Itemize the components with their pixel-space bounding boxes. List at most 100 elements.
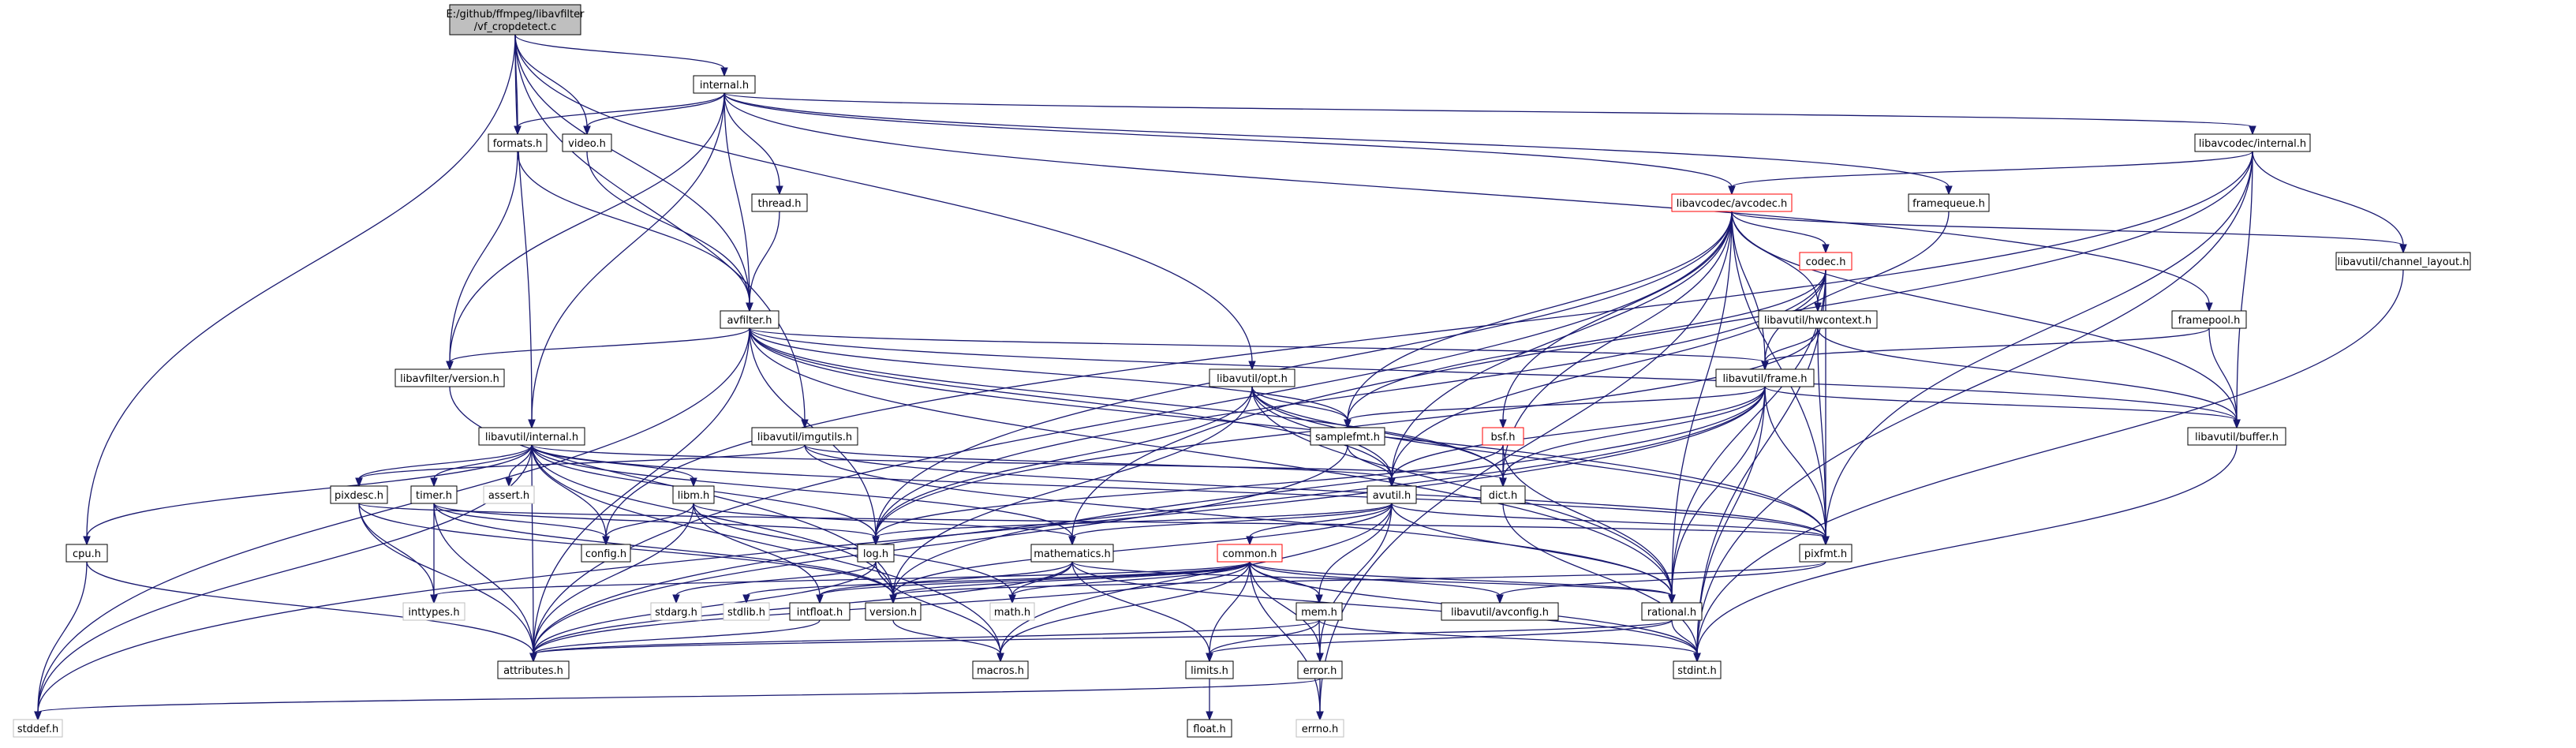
edge-line xyxy=(892,561,1251,597)
edge-cpu-to-stddef xyxy=(34,561,88,721)
edge-line xyxy=(723,92,2210,305)
edge-line xyxy=(1825,151,2253,538)
node-timer-h[interactable]: timer.h xyxy=(410,485,458,504)
edge-libm-to-config xyxy=(602,503,694,546)
node-errno-h[interactable]: errno.h xyxy=(1295,719,1344,738)
svg-text:thread.h: thread.h xyxy=(758,198,802,210)
node-avutil-frame-h[interactable]: libavutil/frame.h xyxy=(1715,368,1815,387)
node-intfloat-h[interactable]: intfloat.h xyxy=(789,602,851,621)
edge-line xyxy=(1499,561,1826,597)
edge-hwcontext-to-buffer xyxy=(1817,327,2241,429)
node-mathematics-h[interactable]: mathematics.h xyxy=(1030,544,1114,563)
node-stddef-h[interactable]: stddef.h xyxy=(13,719,63,738)
node-avutil-internal-h[interactable]: libavutil/internal.h xyxy=(478,427,585,446)
edge-line xyxy=(1696,269,2404,655)
edge-arrowhead xyxy=(1344,419,1352,429)
root-file-node[interactable]: E:/github/ffmpeg/libavfilter /vf_cropdet… xyxy=(447,4,585,36)
node-codec-h[interactable]: codec.h xyxy=(1799,252,1853,271)
edge-line xyxy=(514,34,750,305)
edge-arrowhead xyxy=(1822,244,1830,254)
node-avfilter-h[interactable]: avfilter.h xyxy=(720,310,780,329)
node-internal-h[interactable]: internal.h xyxy=(693,75,756,94)
svg-text:framepool.h: framepool.h xyxy=(2178,315,2241,327)
edge-root-to-cpu xyxy=(83,34,516,546)
node-stdarg-h[interactable]: stdarg.h xyxy=(650,602,702,621)
node-video-h[interactable]: video.h xyxy=(562,133,612,152)
node-framepool-h[interactable]: framepool.h xyxy=(2171,310,2247,329)
svg-text:stddef.h: stddef.h xyxy=(17,724,58,735)
node-pixdesc-h[interactable]: pixdesc.h xyxy=(330,485,388,504)
edge-avinternal-to-timer xyxy=(430,444,533,488)
node-bsf-h[interactable]: bsf.h xyxy=(1482,427,1524,446)
node-pixfmt-h[interactable]: pixfmt.h xyxy=(1799,544,1853,563)
node-formats-h[interactable]: formats.h xyxy=(488,133,548,152)
node-limits-h[interactable]: limits.h xyxy=(1185,660,1234,679)
edge-line xyxy=(1249,561,1321,655)
edge-arrowhead xyxy=(2233,419,2241,429)
node-cpu-h[interactable]: cpu.h xyxy=(65,544,108,563)
edge-root-to-opt xyxy=(514,34,1256,371)
node-assert-h[interactable]: assert.h xyxy=(483,485,535,504)
edge-avinternal-to-dict xyxy=(531,444,1507,488)
svg-text:samplefmt.h: samplefmt.h xyxy=(1315,432,1380,443)
edge-line xyxy=(892,561,1826,597)
node-channel-layout-h[interactable]: libavutil/channel_layout.h xyxy=(2335,252,2471,271)
node-libm-h[interactable]: libm.h xyxy=(672,485,715,504)
edge-line xyxy=(723,92,780,188)
node-thread-h[interactable]: thread.h xyxy=(751,193,808,212)
edge-arrowhead xyxy=(83,536,91,546)
node-avfilter-version-h[interactable]: libavfilter/version.h xyxy=(394,368,505,387)
svg-text:assert.h: assert.h xyxy=(488,490,529,502)
node-version-h[interactable]: version.h xyxy=(865,602,922,621)
node-mem-h[interactable]: mem.h xyxy=(1295,602,1343,621)
edge-line xyxy=(433,561,1251,597)
edge-line xyxy=(1391,269,1826,480)
node-avutil-imgutils-h[interactable]: libavutil/imgutils.h xyxy=(751,427,858,446)
edge-line xyxy=(605,503,694,538)
node-samplefmt-h[interactable]: samplefmt.h xyxy=(1310,427,1385,446)
edge-line xyxy=(1502,211,1733,421)
node-math-h[interactable]: math.h xyxy=(989,602,1035,621)
edge-arrowhead xyxy=(776,185,783,196)
edge-frame-to-stdint xyxy=(1693,386,1766,663)
node-rational-h[interactable]: rational.h xyxy=(1641,602,1703,621)
node-stdint-h[interactable]: stdint.h xyxy=(1673,660,1722,679)
edge-avutil-to-log xyxy=(872,503,1393,546)
edge-libm-to-attributes xyxy=(529,503,694,663)
svg-text:stdint.h: stdint.h xyxy=(1677,665,1716,677)
svg-text:mathematics.h: mathematics.h xyxy=(1034,548,1111,560)
edge-root-to-avinternal xyxy=(514,34,536,429)
svg-text:common.h: common.h xyxy=(1223,548,1277,560)
node-common-h[interactable]: common.h xyxy=(1217,544,1283,563)
edge-line xyxy=(531,444,1073,538)
edge-framequeue-to-frame xyxy=(1761,211,1950,371)
edge-arrowhead xyxy=(1206,711,1213,721)
node-float-h[interactable]: float.h xyxy=(1187,719,1232,738)
edge-line xyxy=(1318,619,1698,655)
node-log-h[interactable]: log.h xyxy=(857,544,895,563)
node-framequeue-h[interactable]: framequeue.h xyxy=(1908,193,1990,212)
edge-arrowhead xyxy=(1008,594,1016,604)
node-stdlib-h[interactable]: stdlib.h xyxy=(723,602,770,621)
node-avutil-buffer-h[interactable]: libavutil/buffer.h xyxy=(2187,427,2286,446)
node-inttypes-h[interactable]: inttypes.h xyxy=(402,602,465,621)
node-avcodec-avcodec-h[interactable]: libavcodec/avcodec.h xyxy=(1671,193,1793,212)
edge-line xyxy=(433,503,894,597)
svg-text:pixfmt.h: pixfmt.h xyxy=(1804,548,1847,560)
node-avutil-opt-h[interactable]: libavutil/opt.h xyxy=(1209,368,1295,387)
node-avutil-h[interactable]: avutil.h xyxy=(1367,485,1417,504)
node-macros-h[interactable]: macros.h xyxy=(972,660,1029,679)
edge-arrowhead xyxy=(529,653,537,663)
node-hwcontext-h[interactable]: libavutil/hwcontext.h xyxy=(1758,310,1878,329)
node-avconfig-h[interactable]: libavutil/avconfig.h xyxy=(1441,602,1559,621)
node-attributes-h[interactable]: attributes.h xyxy=(497,660,570,679)
node-error-h[interactable]: error.h xyxy=(1297,660,1343,679)
edge-line xyxy=(1764,327,1819,363)
edge-line xyxy=(1319,211,1733,713)
node-dict-h[interactable]: dict.h xyxy=(1480,485,1526,504)
edge-arrowhead xyxy=(742,594,750,604)
node-avcodec-internal-h[interactable]: libavcodec/internal.h xyxy=(2194,133,2311,152)
edge-arrowhead xyxy=(602,536,610,546)
edge-line xyxy=(723,92,2253,128)
node-config-h[interactable]: config.h xyxy=(581,544,631,563)
